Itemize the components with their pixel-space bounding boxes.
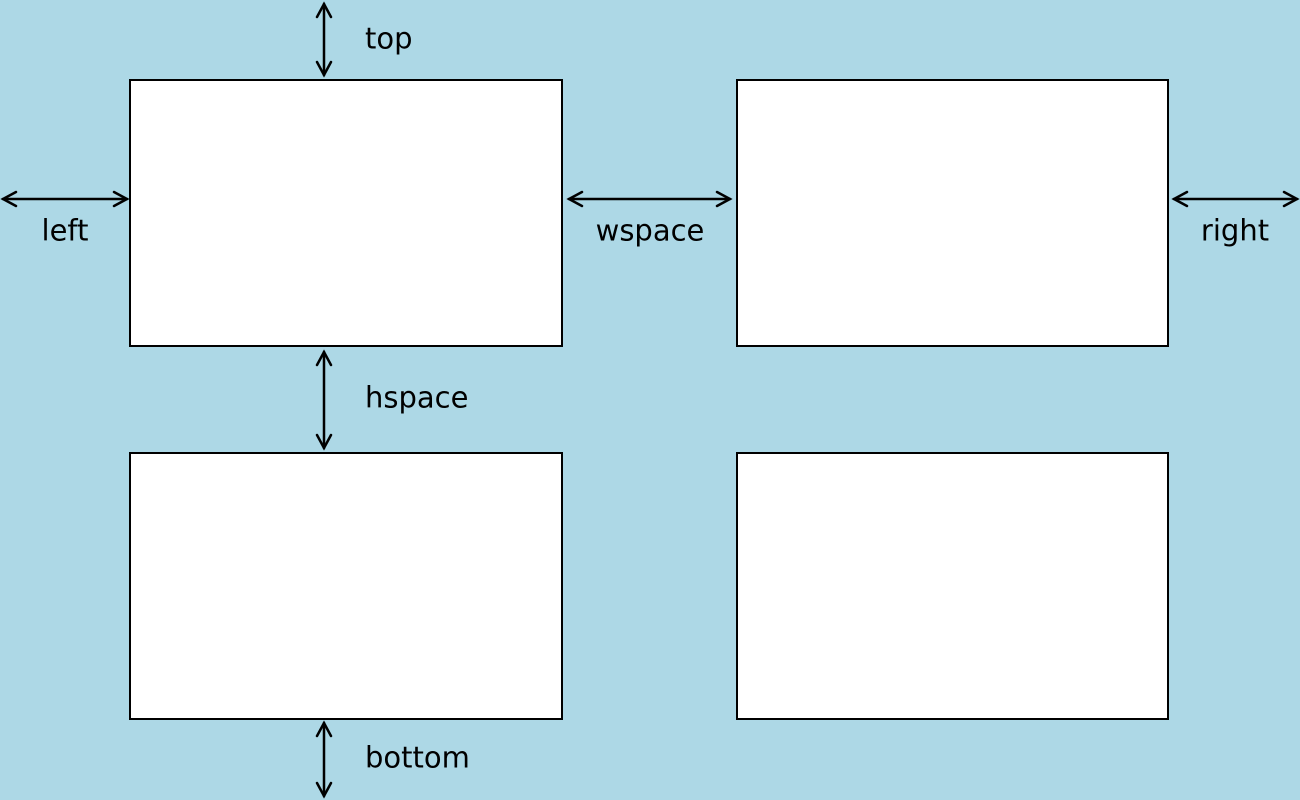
top-margin-label: top (365, 21, 413, 56)
wspace-label: wspace (595, 213, 705, 248)
bottom-margin-label: bottom (365, 740, 470, 775)
right-margin-arrow-icon (1171, 190, 1300, 208)
right-margin-label: right (1200, 213, 1270, 248)
hspace-arrow-icon (315, 349, 333, 451)
subplot-axes-top-right (736, 79, 1169, 347)
top-margin-arrow-icon (315, 1, 333, 78)
subplot-axes-bottom-left (129, 452, 563, 720)
left-margin-arrow-icon (0, 190, 130, 208)
hspace-label: hspace (365, 380, 469, 415)
subplot-axes-top-left (129, 79, 563, 347)
bottom-margin-arrow-icon (315, 720, 333, 799)
left-margin-label: left (41, 213, 89, 248)
subplot-axes-bottom-right (736, 452, 1169, 720)
wspace-arrow-icon (566, 190, 733, 208)
